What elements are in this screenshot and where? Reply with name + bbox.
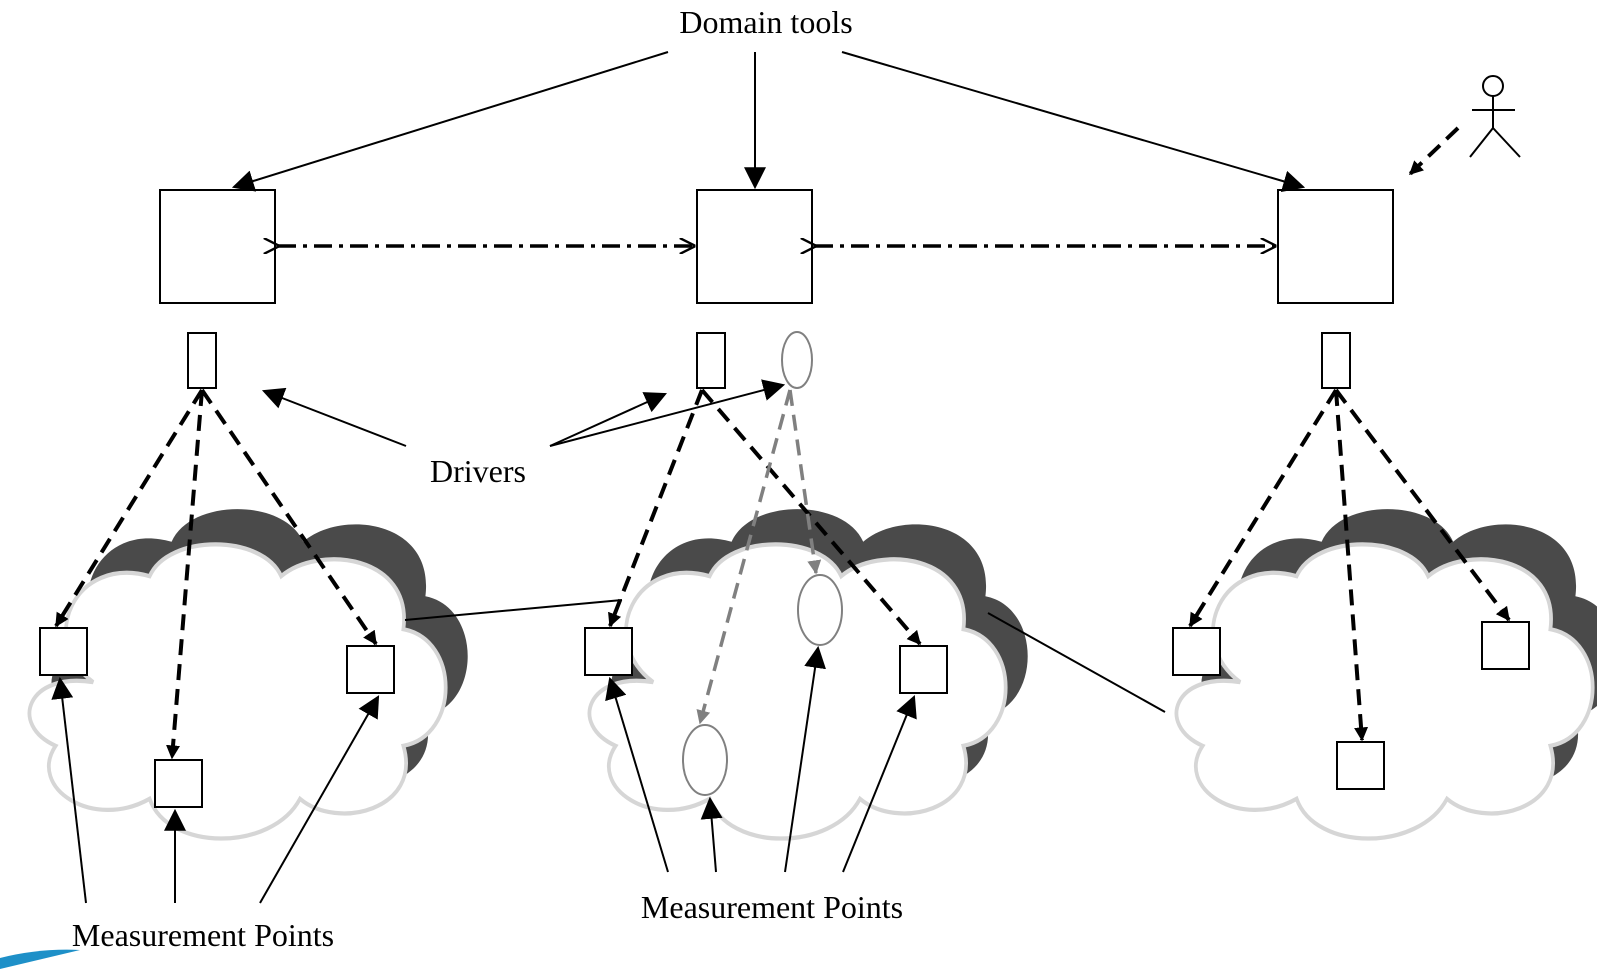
corner-accent-swoosh [0,949,80,969]
driver-right[interactable] [1321,332,1351,389]
arrow-domain-tools-to-right [841,51,1306,192]
measurement-point-center-oval-1[interactable] [797,574,843,646]
user-actor-icon[interactable] [1469,75,1521,158]
measurement-point-right-2[interactable] [1481,621,1530,670]
arrow-drivers-to-center-1 [549,392,668,447]
cloud-link-center-right [987,612,1166,713]
measurement-point-center-1[interactable] [584,627,633,676]
dashed-link-left-1 [54,388,204,628]
arrow-drivers-to-center-2 [549,379,786,447]
measurement-point-left-3[interactable] [346,645,395,694]
arrow-mp-center-4 [842,694,917,873]
arrow-mp-center-2 [700,796,723,873]
measurement-point-left-2[interactable] [154,759,203,808]
cloud-link-left-center [404,599,623,621]
drivers-label: Drivers [430,453,526,489]
cloud-right [1176,509,1597,838]
dashed-link-center-2 [700,388,922,646]
cloud-left [29,509,468,838]
cloud-center [589,509,1028,838]
dashed-link-right-1 [1188,388,1338,628]
dashed-gray-link-center-1 [788,389,822,575]
measurement-point-center-2[interactable] [899,645,948,694]
driver-center-1[interactable] [696,332,726,389]
arrow-mp-left-3 [259,695,380,904]
measurement-point-right-3[interactable] [1336,741,1385,790]
measurement-points-center-label: Measurement Points [641,889,903,925]
measurement-point-left-1[interactable] [39,627,88,676]
arrow-mp-center-1 [605,676,669,873]
domain-tool-box-right[interactable] [1277,189,1394,304]
dashed-link-center-1 [608,389,704,628]
measurement-point-right-1[interactable] [1172,627,1221,676]
arrow-domain-tools-to-left [231,51,669,192]
driver-left[interactable] [187,332,217,389]
domain-tool-box-left[interactable] [159,189,276,304]
dashed-link-left-3 [200,388,378,646]
arrow-user-to-tool [1408,126,1460,176]
dashed-link-right-3 [1334,388,1511,622]
arrow-mp-center-3 [784,645,826,873]
measurement-point-center-oval-2[interactable] [682,724,728,796]
arrow-drivers-to-left [261,387,407,447]
arrow-mp-left-1 [51,676,87,904]
dashed-gray-link-center-2 [696,389,792,725]
dashed-link-left-2 [166,389,204,760]
driver-center-2[interactable] [781,331,813,389]
domain-tools-label: Domain tools [679,4,852,40]
domain-tool-box-center[interactable] [696,189,813,304]
dashed-link-right-2 [1334,389,1369,742]
measurement-points-left-label: Measurement Points [72,917,334,953]
